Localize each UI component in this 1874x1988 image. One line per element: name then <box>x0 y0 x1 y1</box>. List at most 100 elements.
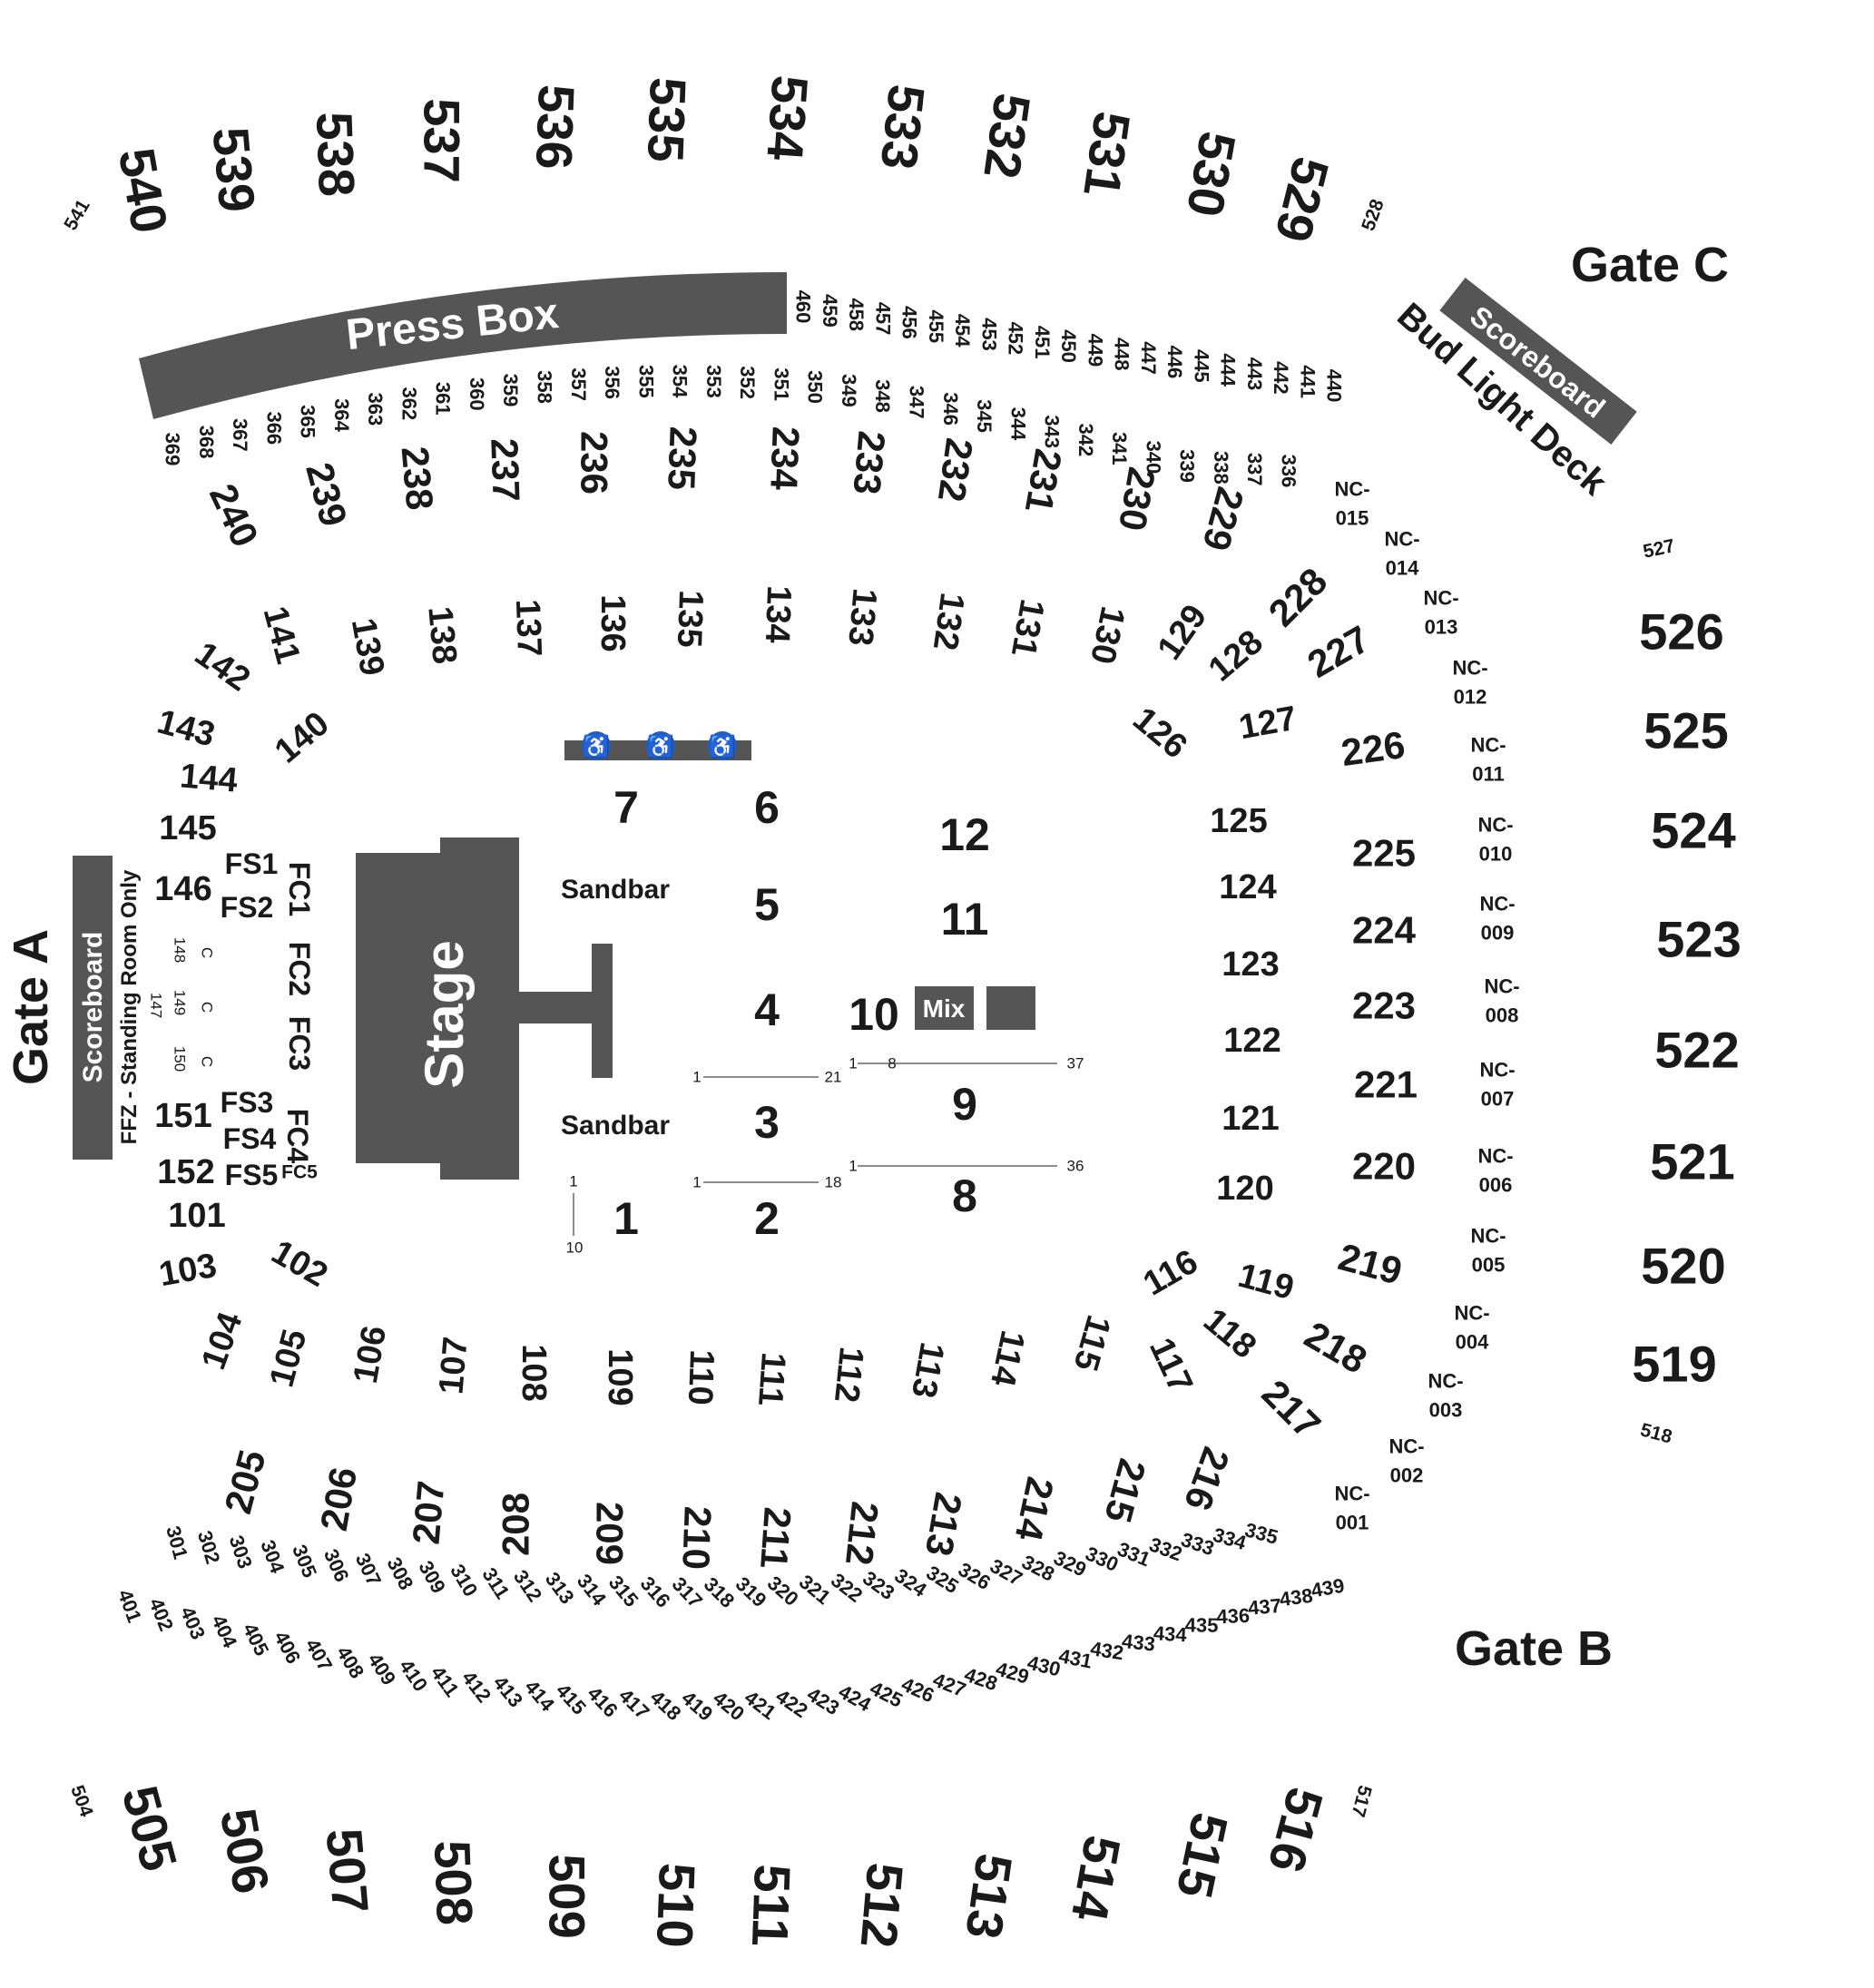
section-347[interactable]: 347 <box>906 386 928 419</box>
section-509[interactable]: 509 <box>539 1854 596 1938</box>
section-348[interactable]: 348 <box>871 379 894 413</box>
nc-section-label[interactable]: NC- <box>1334 478 1369 501</box>
section-524[interactable]: 524 <box>1651 802 1735 859</box>
section-419[interactable]: 419 <box>677 1687 717 1726</box>
club-c-label[interactable]: C <box>199 1002 216 1013</box>
section-234[interactable]: 234 <box>762 426 807 491</box>
section-357[interactable]: 357 <box>567 367 590 401</box>
section-236[interactable]: 236 <box>574 431 616 495</box>
section-239[interactable]: 239 <box>298 458 356 531</box>
section-123[interactable]: 123 <box>1222 945 1279 984</box>
section-325[interactable]: 325 <box>922 1561 962 1598</box>
section-FC3[interactable]: FC3 <box>283 1016 316 1071</box>
section-136[interactable]: 136 <box>594 594 632 651</box>
section-460[interactable]: 460 <box>792 290 815 324</box>
section-438[interactable]: 438 <box>1278 1584 1314 1611</box>
section-453[interactable]: 453 <box>977 318 1000 351</box>
section-328[interactable]: 328 <box>1018 1551 1058 1586</box>
nc-section-005[interactable]: 005 <box>1472 1254 1506 1277</box>
nc-section-label[interactable]: NC- <box>1477 814 1513 837</box>
floor-section-10[interactable]: 10 <box>849 989 899 1040</box>
section-336[interactable]: 336 <box>1278 455 1300 488</box>
section-368[interactable]: 368 <box>195 426 218 459</box>
section-355[interactable]: 355 <box>634 365 657 398</box>
section-111[interactable]: 111 <box>751 1351 792 1407</box>
row-end-label[interactable]: 18 <box>825 1174 842 1191</box>
section-118[interactable]: 118 <box>1196 1301 1263 1366</box>
section-306[interactable]: 306 <box>319 1545 354 1585</box>
section-324[interactable]: 324 <box>890 1564 931 1602</box>
section-227[interactable]: 227 <box>1300 617 1377 686</box>
section-135[interactable]: 135 <box>670 590 710 649</box>
nc-section-015[interactable]: 015 <box>1336 507 1369 530</box>
section-350[interactable]: 350 <box>804 370 827 404</box>
row-start-label[interactable]: 1 <box>692 1174 701 1191</box>
section-FC2[interactable]: FC2 <box>283 942 316 996</box>
section-354[interactable]: 354 <box>669 365 692 398</box>
section-107[interactable]: 107 <box>432 1336 475 1396</box>
section-141[interactable]: 141 <box>256 602 308 668</box>
section-455[interactable]: 455 <box>925 309 947 343</box>
nc-section-011[interactable]: 011 <box>1472 763 1505 786</box>
section-148[interactable]: 148 <box>172 937 189 963</box>
section-232[interactable]: 232 <box>930 436 981 504</box>
section-511[interactable]: 511 <box>741 1864 801 1947</box>
section-439[interactable]: 439 <box>1310 1574 1347 1602</box>
section-327[interactable]: 327 <box>986 1554 1026 1591</box>
section-110[interactable]: 110 <box>681 1349 721 1406</box>
section-240[interactable]: 240 <box>201 477 267 553</box>
section-340[interactable]: 340 <box>1142 441 1164 475</box>
section-369[interactable]: 369 <box>162 433 184 466</box>
section-540[interactable]: 540 <box>108 144 179 238</box>
section-538[interactable]: 538 <box>306 111 366 198</box>
section-233[interactable]: 233 <box>846 429 894 496</box>
section-432[interactable]: 432 <box>1089 1637 1125 1664</box>
section-444[interactable]: 444 <box>1217 353 1240 387</box>
section-137[interactable]: 137 <box>508 599 548 658</box>
section-447[interactable]: 447 <box>1137 341 1160 375</box>
section-514[interactable]: 514 <box>1061 1832 1132 1925</box>
nc-section-008[interactable]: 008 <box>1486 1004 1519 1027</box>
section-506[interactable]: 506 <box>210 1805 280 1898</box>
section-318[interactable]: 318 <box>700 1572 740 1612</box>
section-212[interactable]: 212 <box>838 1500 887 1568</box>
section-FS1[interactable]: FS1 <box>225 847 279 880</box>
row-end-label[interactable]: 36 <box>1067 1158 1084 1175</box>
floor-section-3[interactable]: 3 <box>754 1097 780 1148</box>
section-436[interactable]: 436 <box>1216 1604 1251 1628</box>
section-145[interactable]: 145 <box>159 809 216 847</box>
section-FS3[interactable]: FS3 <box>221 1086 274 1119</box>
section-537[interactable]: 537 <box>414 98 471 182</box>
section-124[interactable]: 124 <box>1219 868 1276 906</box>
section-312[interactable]: 312 <box>509 1566 546 1606</box>
section-433[interactable]: 433 <box>1121 1630 1156 1656</box>
section-133[interactable]: 133 <box>840 587 883 648</box>
section-116[interactable]: 116 <box>1137 1242 1204 1303</box>
section-130[interactable]: 130 <box>1083 603 1132 668</box>
floor-section-4[interactable]: 4 <box>754 984 780 1035</box>
section-125[interactable]: 125 <box>1210 802 1267 840</box>
row-start-label[interactable]: 1 <box>849 1158 857 1175</box>
section-146[interactable]: 146 <box>154 870 211 908</box>
nc-section-006[interactable]: 006 <box>1479 1174 1513 1197</box>
section-320[interactable]: 320 <box>763 1572 803 1611</box>
section-449[interactable]: 449 <box>1084 333 1106 367</box>
section-FC4[interactable]: FC4 <box>281 1109 314 1164</box>
section-521[interactable]: 521 <box>1650 1133 1734 1190</box>
nc-section-009[interactable]: 009 <box>1481 922 1515 945</box>
section-101[interactable]: 101 <box>168 1197 225 1235</box>
section-456[interactable]: 456 <box>898 306 921 339</box>
club-c-label[interactable]: C <box>199 947 216 958</box>
section-527[interactable]: 527 <box>1641 535 1676 563</box>
floor-section-12[interactable]: 12 <box>939 809 990 860</box>
section-536[interactable]: 536 <box>525 83 585 171</box>
section-126[interactable]: 126 <box>1125 700 1194 767</box>
section-441[interactable]: 441 <box>1296 365 1319 398</box>
section-138[interactable]: 138 <box>420 605 463 666</box>
section-102[interactable]: 102 <box>265 1233 334 1295</box>
section-513[interactable]: 513 <box>955 1850 1023 1942</box>
section-323[interactable]: 323 <box>859 1566 898 1604</box>
section-302[interactable]: 302 <box>193 1528 225 1566</box>
section-518[interactable]: 518 <box>1638 1419 1674 1447</box>
section-139[interactable]: 139 <box>344 615 391 679</box>
